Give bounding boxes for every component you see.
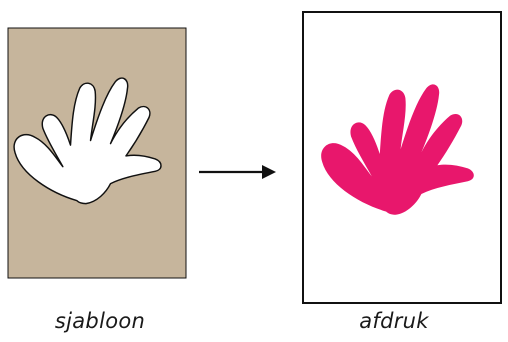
print-label: afdruk [359,309,429,333]
arrow-right-icon [199,165,276,179]
template-label: sjabloon [54,309,146,333]
